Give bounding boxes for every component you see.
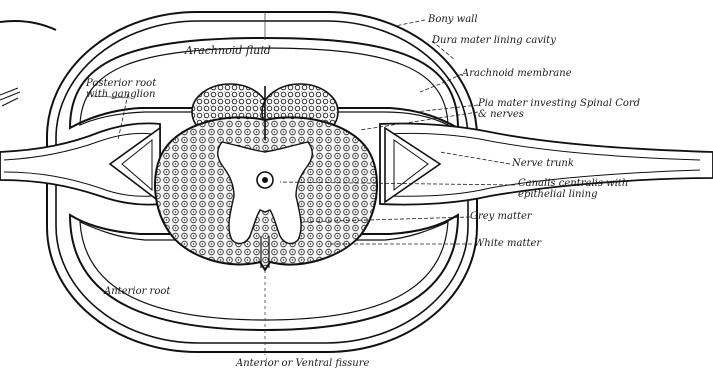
label-arachnoid-membrane: Arachnoid membrane [462, 68, 572, 79]
label-posterior-root: Posterior root with ganglion [86, 78, 156, 100]
label-nerve-trunk: Nerve trunk [512, 158, 574, 169]
label-pia-mater: Pia mater investing Spinal Cord & nerves [478, 98, 640, 120]
label-arachnoid-fluid: Arachnoid fluid [185, 45, 271, 56]
label-grey-matter: Grey matter [470, 211, 532, 222]
stray-hatch [0, 88, 20, 106]
label-anterior-root: Anterior root [104, 286, 170, 297]
label-anterior-fissure: Anterior or Ventral fissure [236, 358, 369, 369]
label-bony-wall: Bony wall [428, 14, 478, 25]
label-canalis-centralis: Canalis centralis with epithelial lining [518, 178, 628, 200]
label-white-matter: White matter [474, 238, 541, 249]
label-dura-mater: Dura mater lining cavity [432, 35, 556, 46]
canalis-centralis-lumen [262, 177, 268, 183]
stray-line [0, 21, 56, 30]
